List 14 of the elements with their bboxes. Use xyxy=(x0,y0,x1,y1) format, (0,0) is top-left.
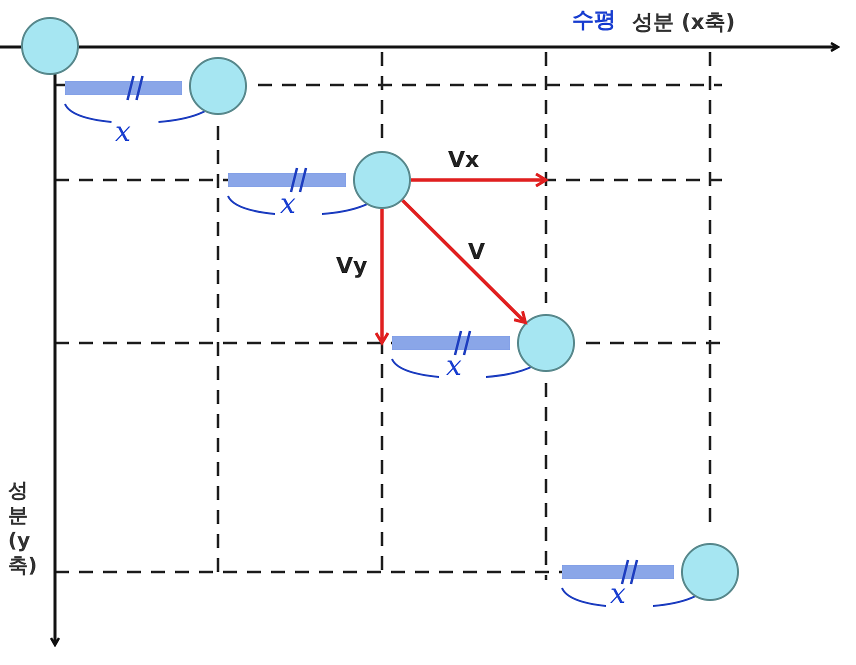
variable-mark: x xyxy=(280,190,296,218)
axis-label: 수평 xyxy=(572,10,616,32)
ball xyxy=(517,314,575,372)
variable-mark: x xyxy=(610,580,626,608)
edge-label: V xyxy=(468,242,486,264)
arrow xyxy=(401,199,527,324)
variable-mark: x xyxy=(115,118,131,146)
ball xyxy=(353,151,411,209)
arrow xyxy=(411,172,548,188)
variable-mark: x xyxy=(446,352,462,380)
edge-label: Vy xyxy=(336,256,368,278)
arrow xyxy=(374,209,390,344)
edge-label: Vx xyxy=(448,150,480,172)
axis-label: 성분 (x축) xyxy=(632,12,736,33)
